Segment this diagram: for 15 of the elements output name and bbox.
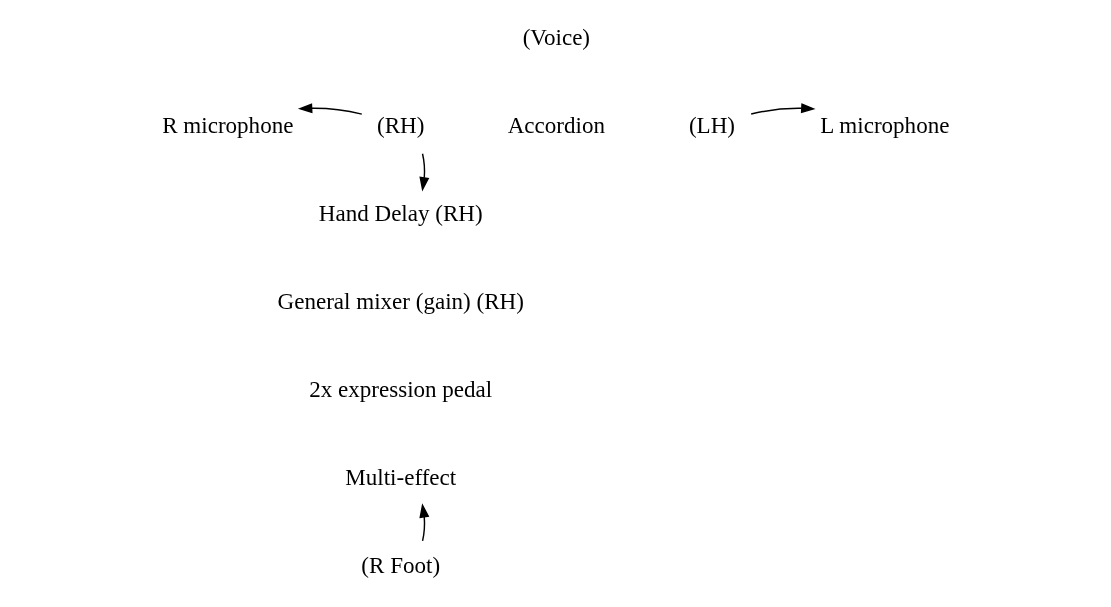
node-text: Multi-effect (344, 463, 456, 490)
node-text: Hand Delay (RH) (318, 200, 483, 227)
node-text: L microphone (819, 112, 949, 139)
arrow (297, 103, 363, 115)
label: 2x expression pedal (308, 375, 492, 402)
node-text: R microphone (161, 112, 293, 139)
node-text: (RH) (376, 112, 424, 139)
node-text: (R Foot) (360, 551, 440, 578)
node-text: (LH) (688, 112, 735, 139)
arrow (749, 103, 815, 115)
arrow (418, 153, 429, 192)
label: General mixer (gain) (RH) (277, 287, 524, 314)
label: (Voice) (522, 24, 590, 51)
label: Accordion (507, 112, 605, 139)
arrow (418, 503, 429, 542)
